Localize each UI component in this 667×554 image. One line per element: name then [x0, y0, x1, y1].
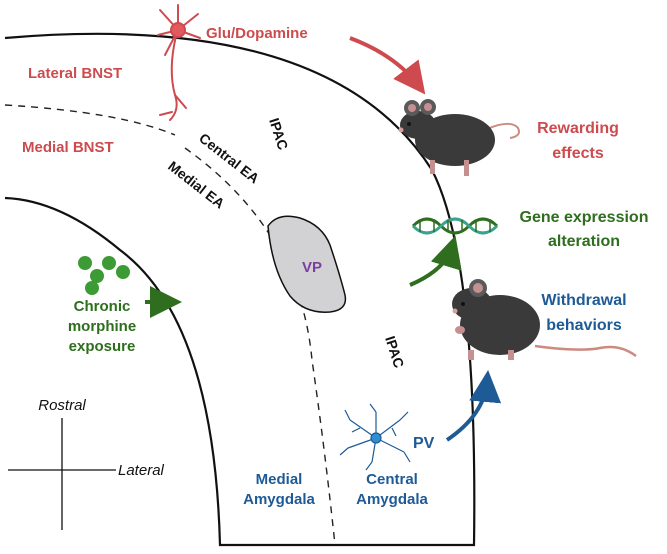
arrow-to-rewarding	[349, 36, 426, 95]
medial-amygdala-label-line1: Medial	[256, 471, 303, 488]
rewarding-label-line1: Rewarding	[537, 120, 619, 137]
interneuron-icon	[339, 403, 411, 471]
lateral-bnst-label: Lateral BNST	[28, 65, 122, 82]
extended-amygdala-outline	[4, 32, 476, 547]
central-amygdala-label-line2: Amygdala	[356, 491, 428, 508]
orientation-compass	[8, 418, 116, 530]
medial-ea-label: Medial EA	[165, 158, 228, 212]
neuron-icon	[157, 4, 201, 121]
dna-helix-icon	[411, 217, 499, 235]
bnst-boundary	[4, 104, 176, 136]
glu-dopamine-label: Glu/Dopamine	[206, 25, 308, 42]
gene-expression-label-line1: Gene expression	[520, 209, 649, 226]
chronic-morphine-label-line2: morphine	[68, 318, 136, 335]
ipac-top-label: IPAC	[266, 116, 291, 152]
central-amygdala-label-line1: Central	[366, 471, 418, 488]
vp-region	[267, 215, 347, 313]
chronic-morphine-label-line3: exposure	[69, 338, 136, 355]
pv-label: PV	[413, 435, 435, 452]
mouse-icon	[452, 279, 637, 360]
medial-bnst-label: Medial BNST	[22, 139, 114, 156]
chronic-morphine-label-line1: Chronic	[74, 298, 131, 315]
withdrawal-label-line1: Withdrawal	[541, 292, 626, 309]
ipac-bottom-label: IPAC	[382, 334, 407, 370]
medial-ea-boundary	[184, 147, 336, 546]
arrow-to-withdrawal	[445, 370, 502, 442]
gene-expression-label-line2: alteration	[548, 233, 620, 250]
arrow-to-gene-expression	[409, 235, 462, 287]
lateral-direction-label: Lateral	[118, 462, 165, 479]
morphine-dots-icon	[78, 256, 130, 295]
withdrawal-label-line2: behaviors	[546, 317, 622, 334]
vp-label: VP	[302, 259, 322, 276]
rewarding-label-line2: effects	[552, 145, 604, 162]
medial-amygdala-label-line2: Amygdala	[243, 491, 315, 508]
rostral-label: Rostral	[38, 397, 86, 414]
mouse-icon	[398, 99, 520, 176]
central-ea-label: Central EA	[196, 130, 262, 187]
